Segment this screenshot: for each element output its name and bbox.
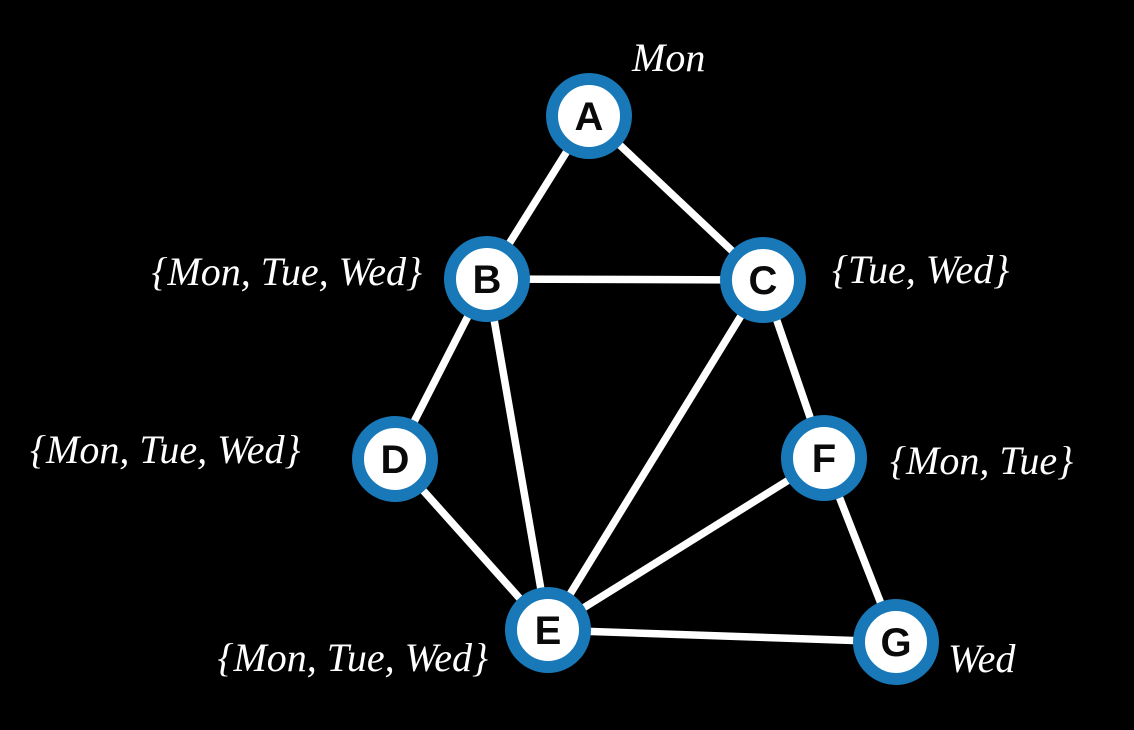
edge-c-e [544, 276, 767, 634]
node-g-circle [853, 599, 939, 685]
node-layer: A B C D E F G [352, 73, 939, 685]
node-f-circle [781, 415, 867, 501]
domain-label-d: {Mon, Tue, Wed} [30, 427, 301, 472]
node-e: E [505, 587, 591, 673]
node-e-circle [505, 587, 591, 673]
edge-e-g [544, 626, 900, 646]
node-d-circle [352, 416, 438, 502]
node-f-letter: F [812, 437, 836, 481]
node-b-circle [444, 236, 530, 322]
node-c: C [720, 237, 806, 323]
node-a-letter: A [575, 95, 604, 139]
domain-label-g: Wed [948, 636, 1016, 681]
node-a-circle [546, 73, 632, 159]
edge-b-c [483, 275, 767, 284]
domain-label-a: Mon [631, 35, 705, 80]
edge-b-e [483, 275, 552, 634]
node-a: A [546, 73, 632, 159]
node-b-letter: B [473, 258, 502, 302]
node-f: F [781, 415, 867, 501]
edge-layer [391, 112, 900, 646]
node-c-circle [720, 237, 806, 323]
domain-label-layer: Mon {Mon, Tue, Wed} {Tue, Wed} {Mon, Tue… [30, 35, 1073, 681]
domain-label-b: {Mon, Tue, Wed} [151, 249, 422, 294]
node-b: B [444, 236, 530, 322]
node-g-letter: G [880, 621, 911, 665]
node-d-letter: D [381, 438, 410, 482]
node-e-letter: E [535, 609, 562, 653]
node-g: G [853, 599, 939, 685]
node-c-letter: C [749, 259, 778, 303]
domain-label-e: {Mon, Tue, Wed} [217, 635, 488, 680]
edge-e-f [544, 454, 828, 634]
domain-label-f: {Mon, Tue} [890, 438, 1073, 483]
node-d: D [352, 416, 438, 502]
domain-label-c: {Tue, Wed} [832, 247, 1009, 292]
